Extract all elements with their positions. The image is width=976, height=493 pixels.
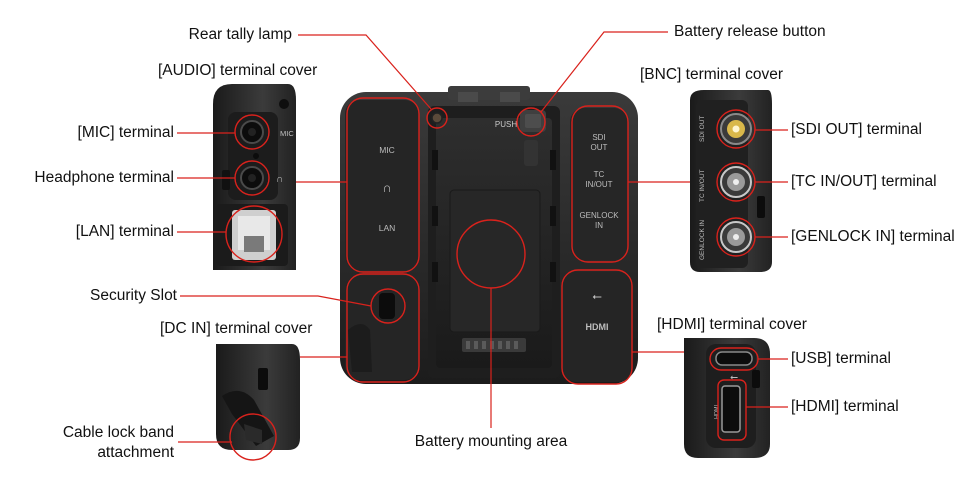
label-headphone-terminal: Headphone terminal: [34, 169, 174, 186]
audio-cover-outline: [346, 97, 420, 273]
label-dc-in-terminal-cover: [DC IN] terminal cover: [160, 320, 313, 337]
label-battery-release-button: Battery release button: [674, 23, 826, 40]
battery-release-outline: [516, 107, 546, 137]
leader-tally: [298, 34, 432, 110]
label-hdmi-terminal: [HDMI] terminal: [791, 398, 899, 415]
hdmi-cover-outline: [561, 269, 633, 385]
usb-icon: ⭠: [592, 289, 602, 303]
label-audio-terminal-cover: [AUDIO] terminal cover: [158, 62, 318, 79]
label-usb-terminal: [USB] terminal: [791, 350, 891, 367]
side-headphone-icon: ∩: [276, 174, 283, 185]
dc-cover-outline: [346, 273, 420, 383]
cable-lock-outline: [229, 413, 277, 461]
tc-marking-2: IN/OUT: [585, 180, 612, 189]
camera-body: PUSH MIC ∩ LAN SDI OUT TC IN/OUT GENLOCK…: [340, 86, 638, 384]
dc-in-panel: [216, 344, 300, 450]
side-mic-marking: MIC: [280, 129, 294, 138]
leader-lines: [177, 31, 788, 443]
leader-release: [540, 31, 668, 113]
label-sdi-out-terminal: [SDI OUT] terminal: [791, 121, 922, 138]
hdmi-terminal-outline: [717, 379, 747, 441]
label-bnc-terminal-cover: [BNC] terminal cover: [640, 66, 783, 83]
leader-security: [180, 295, 372, 307]
tc-marking-1: TC: [594, 170, 605, 179]
side-sdi-marking: SDI OUT: [699, 116, 706, 142]
label-cable-lock-line1: Cable lock band: [62, 424, 174, 441]
label-hdmi-terminal-cover: [HDMI] terminal cover: [657, 316, 807, 333]
tally-lamp-outline: [426, 107, 448, 129]
label-tc-in-out-terminal: [TC IN/OUT] terminal: [791, 173, 937, 190]
label-lan-terminal: [LAN] terminal: [75, 223, 174, 240]
label-rear-tally-lamp: Rear tally lamp: [188, 26, 292, 43]
bnc-cover-outline: [571, 105, 629, 263]
sdi-marking-1: SDI: [592, 133, 605, 142]
side-genlock-marking: GENLOCK IN: [699, 220, 706, 260]
label-battery-mounting-area: Battery mounting area: [414, 433, 568, 450]
mic-marking: MIC: [379, 145, 395, 155]
mic-terminal-outline: [234, 114, 270, 150]
lan-marking: LAN: [379, 223, 396, 233]
lan-terminal-outline: [225, 205, 283, 263]
label-cable-lock-line2: attachment: [97, 444, 174, 461]
headphone-icon: ∩: [382, 180, 391, 195]
audio-terminal-panel: MIC ∩: [213, 84, 296, 270]
side-usb-icon: ⭠: [730, 372, 738, 383]
genlock-marking-1: GENLOCK: [579, 211, 619, 220]
side-tc-marking: TC IN/OUT: [699, 169, 706, 202]
sdi-marking-2: OUT: [591, 143, 608, 152]
label-genlock-in-terminal: [GENLOCK IN] terminal: [791, 228, 955, 245]
label-mic-terminal: [MIC] terminal: [77, 124, 174, 141]
genlock-marking-2: IN: [595, 221, 603, 230]
label-security-slot: Security Slot: [89, 287, 177, 304]
sdi-out-outline: [716, 109, 756, 149]
side-hdmi-marking: HDMI: [714, 405, 720, 420]
push-marking: PUSH: [495, 120, 517, 129]
bnc-terminal-panel: SDI OUT TC IN/OUT GENLOCK IN: [690, 90, 772, 272]
hdmi-marking: HDMI: [586, 322, 609, 332]
